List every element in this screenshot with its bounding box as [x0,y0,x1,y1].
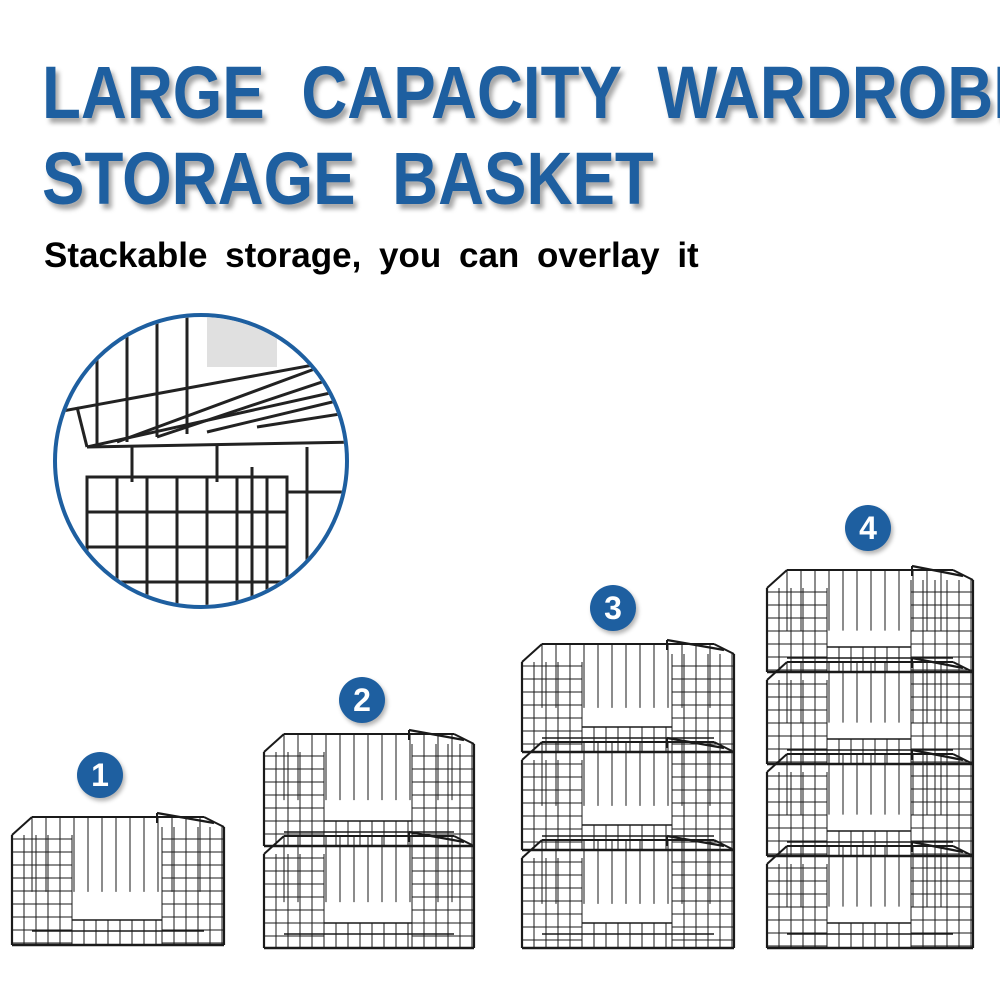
headline-line-2: STORAGE BASKET [42,137,654,220]
wire-basket [262,830,476,950]
headline-line-1: LARGE CAPACITY WARDROBE [42,51,1000,134]
wire-basket [765,656,975,766]
step-badge-4: 4 [845,505,891,551]
wire-basket [10,811,226,947]
wire-basket [520,736,736,852]
step-badge-2: 2 [339,677,385,723]
hook-detail-illustration [57,317,345,605]
wire-basket [765,564,975,674]
wire-basket [520,638,736,754]
subtitle: Stackable storage, you can overlay it [44,236,699,275]
step-badge-1: 1 [77,752,123,798]
hook-detail-closeup [53,313,349,609]
wire-basket [520,834,736,950]
wire-basket [262,728,476,848]
wire-basket [765,840,975,950]
step-badge-3: 3 [590,585,636,631]
wire-basket [765,748,975,858]
